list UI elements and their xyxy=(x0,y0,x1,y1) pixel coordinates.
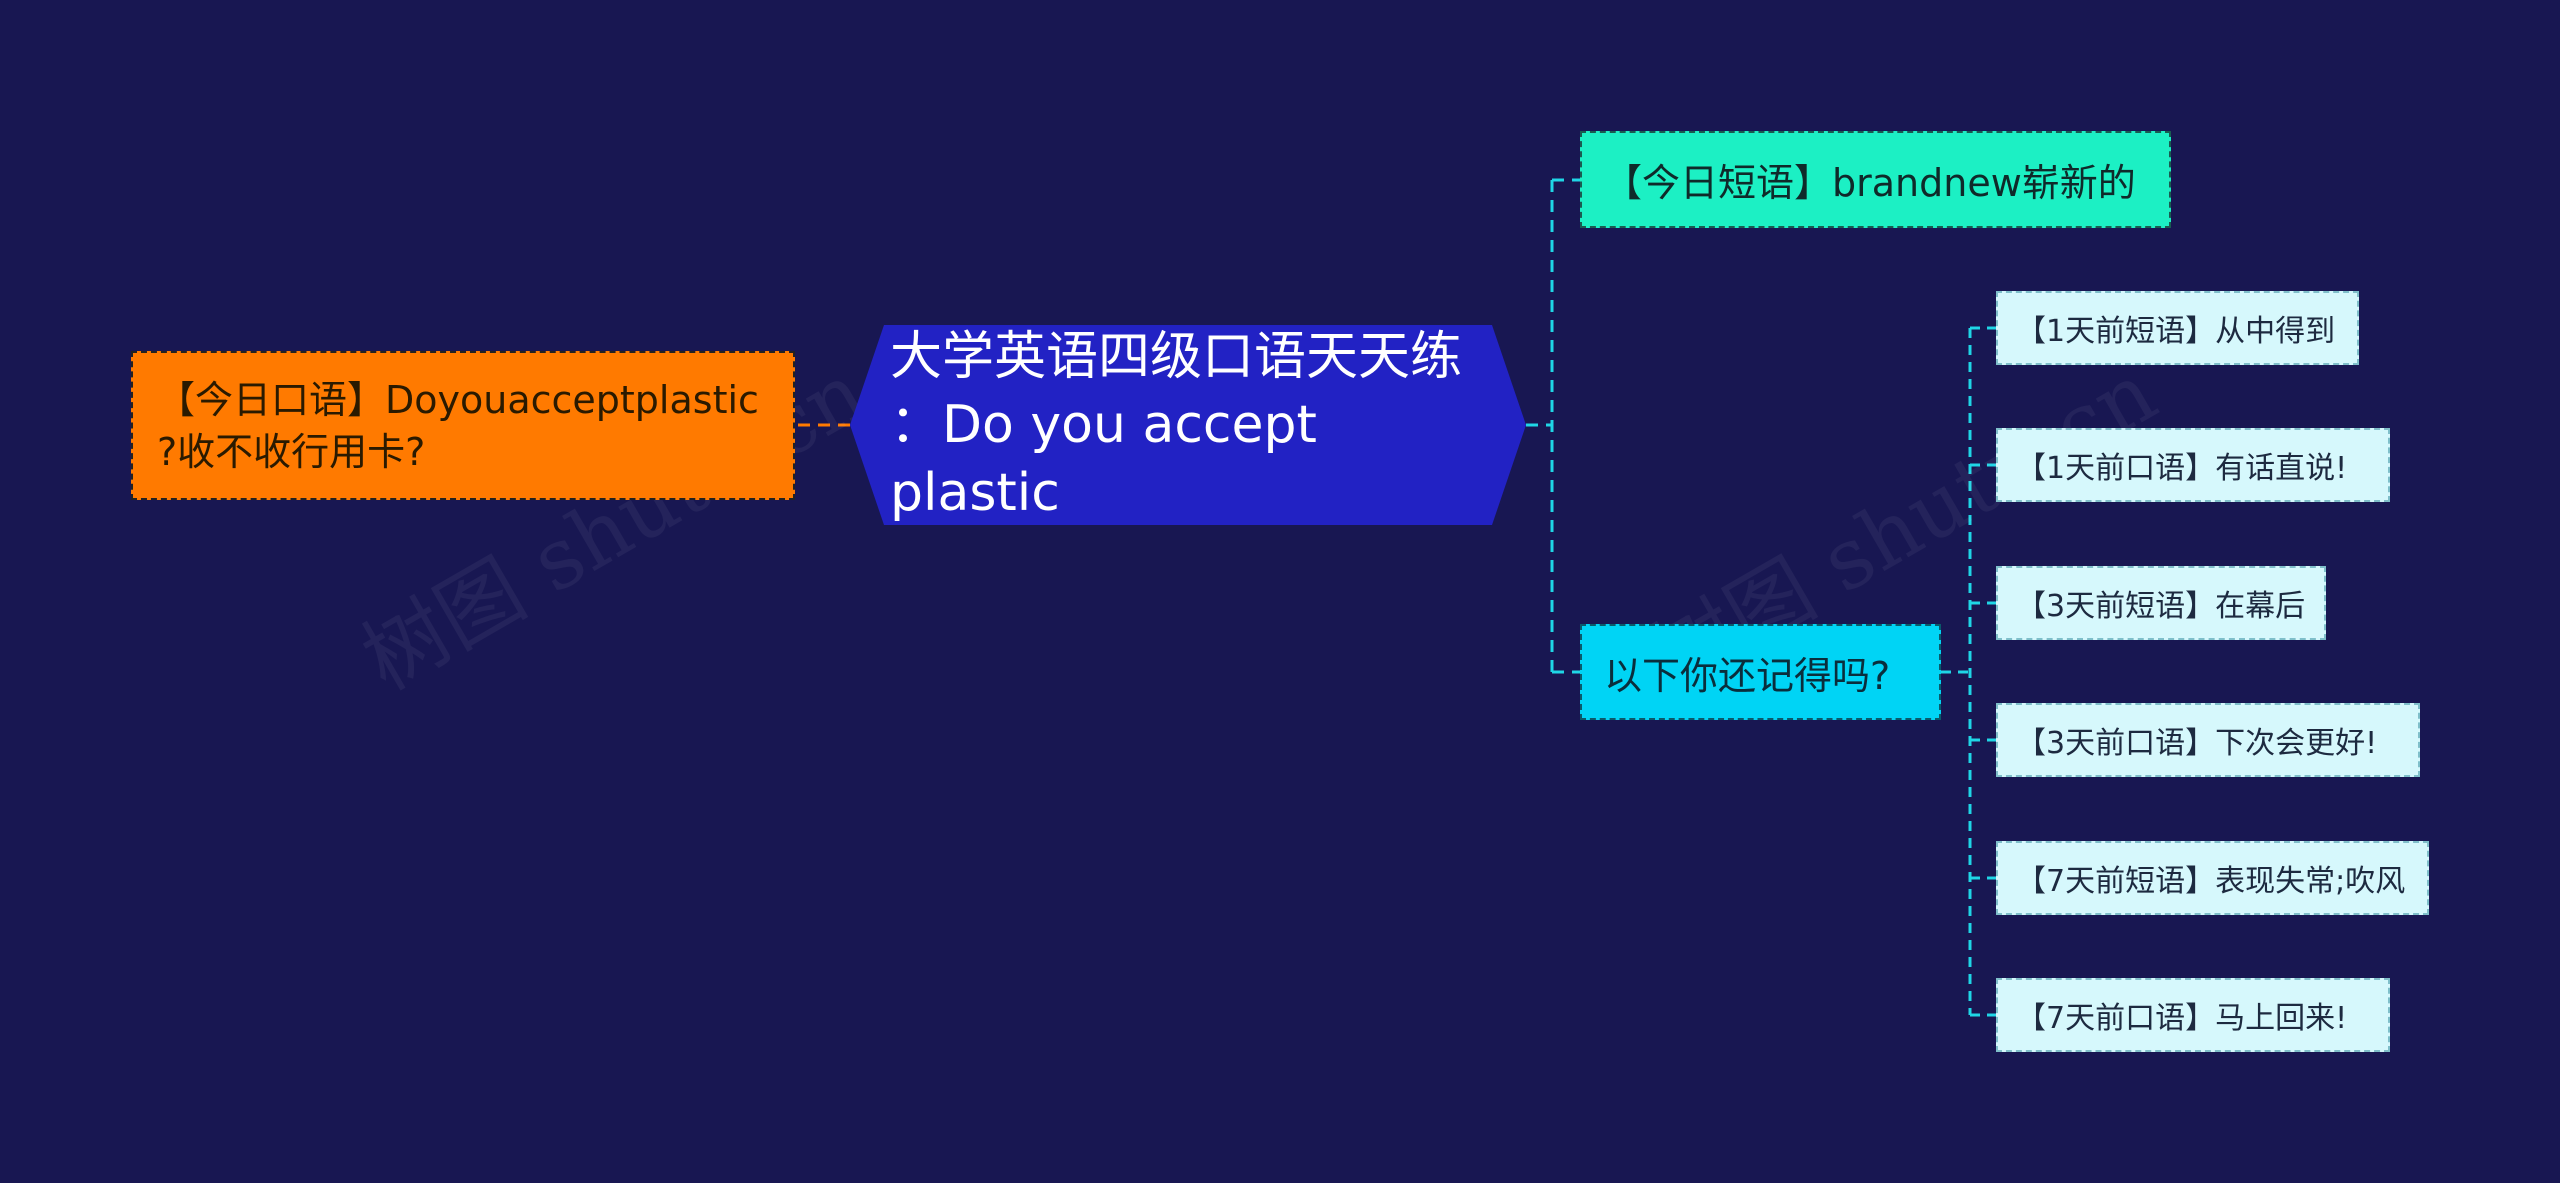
recall-item[interactable]: 【3天前口语】下次会更好! xyxy=(1996,703,2420,777)
recall-item[interactable]: 【1天前短语】从中得到 xyxy=(1996,291,2359,365)
root-topic-line2: ：Do you accept plastic xyxy=(890,395,1317,523)
today-speaking-node[interactable]: 【今日口语】Doyouacceptplastic ?收不收行用卡? xyxy=(131,351,795,500)
recall-item-label: 【1天前口语】有话直说! xyxy=(2016,451,2348,486)
recall-item[interactable]: 【7天前口语】马上回来! xyxy=(1996,978,2390,1052)
today-speaking-line2: ?收不收行用卡? xyxy=(157,429,426,474)
recall-item[interactable]: 【7天前短语】表现失常;吹风 xyxy=(1996,841,2429,915)
recall-item-label: 【3天前短语】在幕后 xyxy=(2016,589,2306,624)
root-topic-line1: 大学英语四级口语天天练 xyxy=(890,327,1463,387)
recall-item-label: 【3天前口语】下次会更好! xyxy=(2016,726,2378,761)
recall-item[interactable]: 【1天前口语】有话直说! xyxy=(1996,428,2390,502)
recall-item[interactable]: 【3天前短语】在幕后 xyxy=(1996,566,2326,640)
root-topic[interactable]: 大学英语四级口语天天练 ：Do you accept plastic xyxy=(850,325,1526,525)
recall-item-label: 【7天前短语】表现失常;吹风 xyxy=(2016,864,2406,899)
today-speaking-line1: 【今日口语】Doyouacceptplastic xyxy=(157,377,759,422)
today-phrase-node[interactable]: 【今日短语】brandnew崭新的 xyxy=(1580,131,2171,228)
recall-item-label: 【1天前短语】从中得到 xyxy=(2016,314,2336,349)
recall-item-label: 【7天前口语】马上回来! xyxy=(2016,1001,2348,1036)
today-phrase-label: 【今日短语】brandnew崭新的 xyxy=(1604,161,2136,205)
recall-node[interactable]: 以下你还记得吗? xyxy=(1580,624,1941,720)
recall-label: 以下你还记得吗? xyxy=(1604,653,1891,698)
